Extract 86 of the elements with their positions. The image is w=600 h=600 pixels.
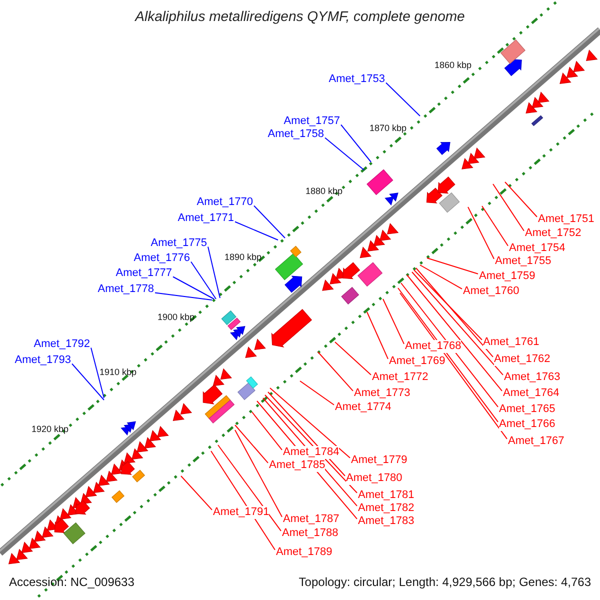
title: Alkaliphilus metalliredigens QYMF, complete genome bbox=[134, 10, 466, 23]
leader-line bbox=[482, 206, 508, 246]
leader-line bbox=[218, 444, 282, 532]
gene-label: Amet_1759 bbox=[479, 270, 536, 283]
gene-label: Amet_1789 bbox=[276, 546, 332, 559]
gene-label: Amet_1761 bbox=[483, 336, 540, 349]
gene-label: Amet_1793 bbox=[14, 354, 71, 367]
gene-label: Amet_1792 bbox=[34, 338, 90, 351]
leader-line bbox=[210, 450, 276, 550]
gene-label: Amet_1783 bbox=[358, 515, 414, 528]
gene-label: Amet_1769 bbox=[389, 355, 446, 368]
leader-line bbox=[492, 184, 524, 232]
gene-label: Amet_1766 bbox=[499, 418, 556, 431]
leader-line bbox=[90, 347, 104, 398]
gene-label: Amet_1754 bbox=[509, 242, 566, 255]
gene-label: Amet_1781 bbox=[358, 489, 414, 502]
leader-line bbox=[426, 258, 478, 274]
leader-line bbox=[252, 412, 282, 450]
gene-label: Amet_1785 bbox=[269, 459, 326, 472]
gene-label: Amet_1760 bbox=[463, 285, 520, 298]
scale-label: 1910 kbp bbox=[99, 366, 137, 379]
gene-label: Amet_1780 bbox=[346, 472, 402, 485]
leader-line bbox=[208, 246, 220, 298]
leader-line bbox=[324, 137, 364, 170]
gene-label: Amet_1773 bbox=[354, 387, 410, 400]
gene-label: Amet_1778 bbox=[98, 283, 154, 296]
gene-label: Amet_1764 bbox=[503, 387, 560, 400]
gene-label: Amet_1774 bbox=[335, 401, 392, 414]
gene-label: Amet_1777 bbox=[116, 267, 172, 280]
leader-line bbox=[72, 363, 104, 400]
leader-line bbox=[154, 292, 212, 300]
leader-line bbox=[400, 282, 498, 408]
gene-label: Amet_1752 bbox=[525, 227, 582, 240]
leader-line bbox=[420, 264, 462, 290]
leader-line bbox=[180, 476, 212, 510]
leader-line bbox=[190, 261, 216, 300]
footer-text: Topology: circular; Length: 4,929,566 bp; Genes: 4,763 bbox=[298, 576, 591, 589]
leader-line bbox=[234, 430, 282, 518]
leader-line bbox=[254, 205, 286, 238]
leader-line bbox=[412, 272, 504, 376]
footer-text: Accession: NC_009633 bbox=[9, 576, 134, 589]
leader-line bbox=[270, 388, 350, 458]
gene-label: Amet_1755 bbox=[495, 255, 552, 268]
scale-label: 1870 kbp bbox=[369, 122, 407, 135]
gene-label: Amet_1757 bbox=[284, 115, 340, 128]
gene-label: Amet_1787 bbox=[283, 513, 340, 526]
gene-label: Amet_1775 bbox=[150, 237, 207, 250]
leader-line bbox=[234, 221, 278, 240]
gene-label: Amet_1782 bbox=[358, 502, 414, 515]
leader-line bbox=[406, 274, 502, 392]
leader-line bbox=[504, 182, 538, 218]
leader-line bbox=[300, 380, 334, 406]
gene-label: Amet_1751 bbox=[538, 213, 594, 226]
leader-line bbox=[416, 268, 494, 358]
gene-label: Amet_1779 bbox=[351, 454, 408, 467]
leader-line bbox=[334, 342, 372, 376]
leader-line bbox=[234, 424, 268, 464]
gene-label: Amet_1765 bbox=[499, 403, 556, 416]
leader-line bbox=[340, 124, 372, 162]
gene-label: Amet_1763 bbox=[504, 371, 560, 384]
leader-line bbox=[172, 276, 214, 300]
leader-line bbox=[318, 352, 354, 392]
leader-line bbox=[366, 312, 388, 360]
gene-label: Amet_1753 bbox=[328, 73, 385, 86]
leader-line bbox=[386, 82, 420, 116]
gene-label: Amet_1771 bbox=[178, 212, 234, 225]
gene-label: Amet_1762 bbox=[494, 353, 550, 366]
scale-label: 1920 kbp bbox=[31, 423, 69, 436]
gene-label: Amet_1758 bbox=[268, 128, 324, 141]
scale-label: 1860 kbp bbox=[434, 59, 472, 72]
gene-label: Amet_1788 bbox=[282, 527, 338, 540]
gene-label: Amet_1767 bbox=[508, 435, 564, 448]
gene-label: Amet_1784 bbox=[283, 446, 340, 459]
leader-line bbox=[468, 206, 494, 260]
leader-line bbox=[382, 298, 404, 344]
scale-label: 1890 kbp bbox=[224, 251, 262, 264]
gene-label: Amet_1776 bbox=[134, 252, 190, 265]
leader-line bbox=[400, 292, 508, 440]
gene-label: Amet_1772 bbox=[372, 371, 428, 384]
leader-line bbox=[414, 270, 482, 340]
leader-line bbox=[398, 288, 498, 422]
gene-label: Amet_1770 bbox=[196, 196, 253, 209]
gene-label: Amet_1791 bbox=[213, 506, 270, 519]
gene-label: Amet_1768 bbox=[405, 340, 462, 353]
scale-label: 1880 kbp bbox=[305, 185, 343, 198]
scale-label: 1900 kbp bbox=[157, 311, 195, 324]
